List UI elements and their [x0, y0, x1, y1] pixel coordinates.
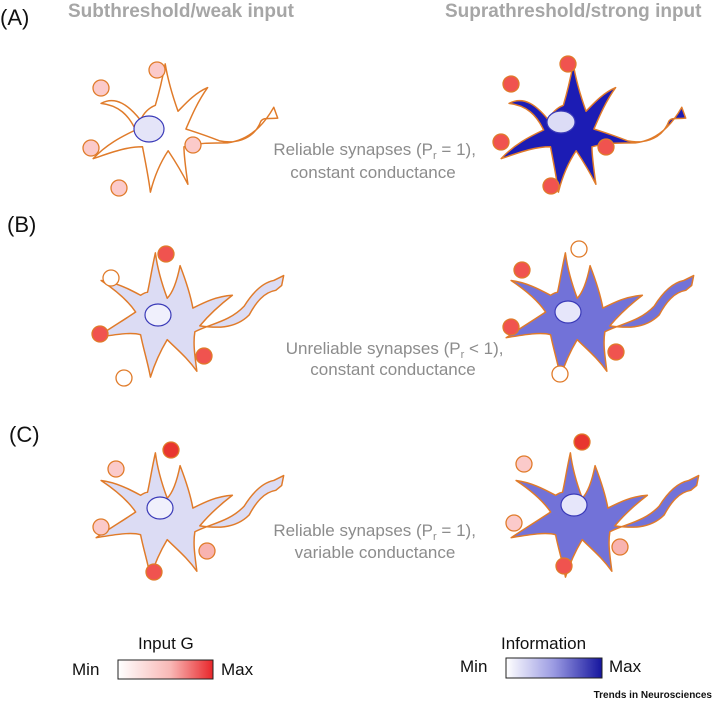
neuron-b-strong — [505, 252, 695, 378]
row-label-c: (C) — [9, 422, 40, 447]
synapse — [115, 369, 133, 387]
synapse — [513, 261, 531, 279]
synapse — [502, 75, 520, 93]
condition-c-line1-pre: Reliable synapses (P — [273, 521, 433, 540]
legend-info-max: Max — [609, 657, 642, 676]
synapses-a-weak — [82, 61, 202, 197]
neuron-c-strong — [510, 452, 700, 578]
condition-c-line1-post: = 1), — [437, 521, 476, 540]
synapse — [570, 240, 588, 258]
synapse — [555, 557, 573, 575]
legend-info-gradient — [505, 657, 603, 679]
legend-input-min: Min — [72, 660, 99, 679]
synapses-c-weak — [92, 441, 216, 581]
condition-a-line1-pre: Reliable synapses (P — [273, 140, 433, 159]
legend-input-gradient — [117, 659, 214, 680]
synapse — [92, 518, 110, 536]
condition-b-line1-pre: Unreliable synapses (P — [286, 339, 461, 358]
synapse — [505, 514, 523, 532]
synapse — [91, 325, 109, 343]
neuron-a-strong — [500, 63, 687, 193]
column-title-right: Suprathreshold/strong input — [445, 1, 702, 22]
synapse — [162, 441, 180, 459]
synapse — [515, 455, 533, 473]
synapses-c-strong — [505, 433, 629, 575]
synapse — [542, 177, 560, 195]
synapses-a-strong — [492, 55, 615, 195]
nucleus — [146, 496, 174, 520]
row-label-b: (B) — [7, 212, 36, 237]
synapses-b-weak — [91, 245, 213, 387]
nucleus — [144, 303, 172, 327]
synapse — [157, 245, 175, 263]
condition-a-subscript: r — [433, 150, 437, 162]
synapse — [551, 365, 569, 383]
neuron-b-weak — [95, 252, 285, 378]
condition-a-line1-post: = 1), — [437, 140, 476, 159]
nucleus — [560, 493, 588, 517]
synapse — [611, 538, 629, 556]
legend-info-min: Min — [460, 657, 487, 676]
synapse — [148, 61, 166, 79]
row-label-a: (A) — [0, 5, 29, 30]
synapse — [107, 460, 125, 478]
condition-c: Reliable synapses (Pr = 1), variable con… — [273, 521, 480, 562]
synapse — [559, 55, 577, 73]
synapse — [607, 343, 625, 361]
journal-credit: Trends in Neurosciences — [594, 690, 713, 701]
nucleus — [546, 110, 576, 134]
nucleus — [133, 115, 165, 143]
condition-b-subscript: r — [461, 349, 465, 361]
condition-a: Reliable synapses (Pr = 1), constant con… — [273, 140, 480, 182]
synapse — [110, 179, 128, 197]
condition-b: Unreliable synapses (Pr < 1), constant c… — [286, 339, 508, 379]
legend-input-g: Input G Min Max — [72, 634, 254, 680]
nucleus — [554, 300, 582, 324]
condition-b-line2: constant conductance — [310, 360, 475, 379]
condition-c-line2: variable conductance — [295, 543, 456, 562]
neuron-a-weak — [92, 63, 279, 193]
synapse — [102, 269, 120, 287]
legend-info-title: Information — [501, 634, 586, 653]
synapse — [597, 138, 615, 156]
condition-c-subscript: r — [433, 531, 437, 543]
legend-input-title: Input G — [138, 634, 194, 653]
condition-b-line1-post: < 1), — [464, 339, 503, 358]
synapse — [184, 136, 202, 154]
legend-information: Information Min Max — [460, 634, 642, 679]
synapse — [573, 433, 591, 451]
synapses-b-strong — [502, 240, 625, 383]
synapse — [502, 318, 520, 336]
synapse — [82, 139, 100, 157]
column-title-left: Subthreshold/weak input — [68, 1, 295, 22]
synapse — [195, 347, 213, 365]
synapse — [145, 563, 163, 581]
condition-a-line2: constant conductance — [290, 163, 455, 182]
synapse — [198, 542, 216, 560]
synapse — [92, 79, 110, 97]
synapse — [492, 133, 510, 151]
neuron-c-weak — [95, 452, 285, 578]
legend-input-max: Max — [221, 660, 254, 679]
